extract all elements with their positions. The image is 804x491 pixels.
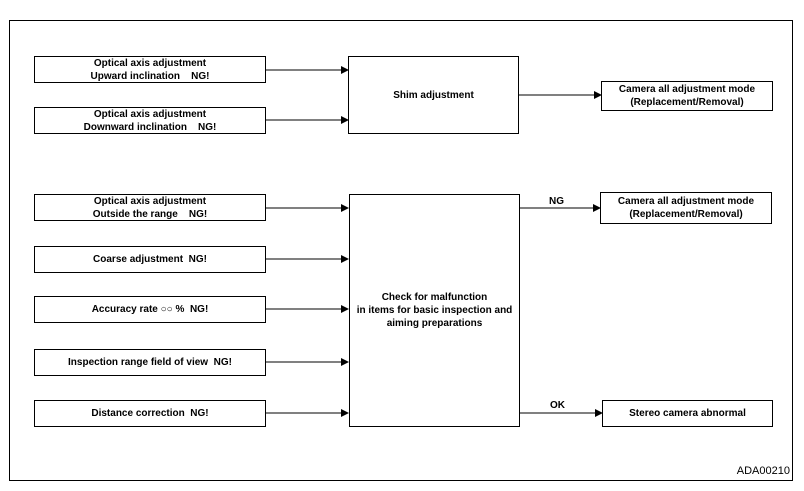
diagram-frame (9, 20, 793, 481)
shim-adjustment-box: Shim adjustment (348, 56, 519, 134)
input-outside-range: Optical axis adjustment Outside the rang… (34, 194, 266, 221)
check-malfunction-box: Check for malfunction in items for basic… (349, 194, 520, 427)
camera-mode-box-top: Camera all adjustment mode (Replacement/… (601, 81, 773, 111)
input-downward-line1: Optical axis adjustment (93, 108, 207, 120)
camera-mode-bottom-line2: (Replacement/Removal) (629, 209, 743, 220)
input-coarse-adjustment: Coarse adjustment NG! (34, 246, 266, 273)
camera-mode-top-line2: (Replacement/Removal) (630, 97, 744, 108)
camera-mode-top-line1: Camera all adjustment mode (618, 84, 756, 95)
input-coarse-label: Coarse adjustment NG! (93, 254, 207, 265)
camera-mode-box-bottom: Camera all adjustment mode (Replacement/… (600, 192, 772, 224)
check-line1: Check for malfunction (381, 292, 488, 303)
check-line3: aiming preparations (386, 318, 483, 329)
stereo-camera-abnormal-box: Stereo camera abnormal (602, 400, 773, 427)
input-outside-line1: Optical axis adjustment (93, 195, 207, 207)
input-accuracy-rate: Accuracy rate ○○ % NG! (34, 296, 266, 323)
input-distance-correction: Distance correction NG! (34, 400, 266, 427)
input-upward-inclination: Optical axis adjustment Upward inclinati… (34, 56, 266, 83)
input-field-view-label: Inspection range field of view NG! (68, 357, 232, 368)
input-distance-label: Distance correction NG! (91, 408, 209, 419)
stereo-camera-label: Stereo camera abnormal (629, 408, 746, 419)
check-line2: in items for basic inspection and (356, 305, 513, 316)
ok-label: OK (550, 400, 565, 411)
input-outside-line2: Outside the range NG! (92, 208, 208, 220)
input-accuracy-label: Accuracy rate ○○ % NG! (91, 304, 209, 315)
input-downward-line2: Downward inclination NG! (83, 121, 217, 133)
input-upward-line1: Optical axis adjustment (93, 57, 207, 69)
ng-label: NG (549, 196, 564, 207)
camera-mode-bottom-line1: Camera all adjustment mode (617, 196, 755, 207)
shim-adjustment-label: Shim adjustment (393, 89, 474, 101)
input-upward-line2: Upward inclination NG! (90, 70, 210, 82)
input-field-of-view: Inspection range field of view NG! (34, 349, 266, 376)
reference-code: ADA00210 (736, 465, 790, 477)
input-downward-inclination: Optical axis adjustment Downward inclina… (34, 107, 266, 134)
